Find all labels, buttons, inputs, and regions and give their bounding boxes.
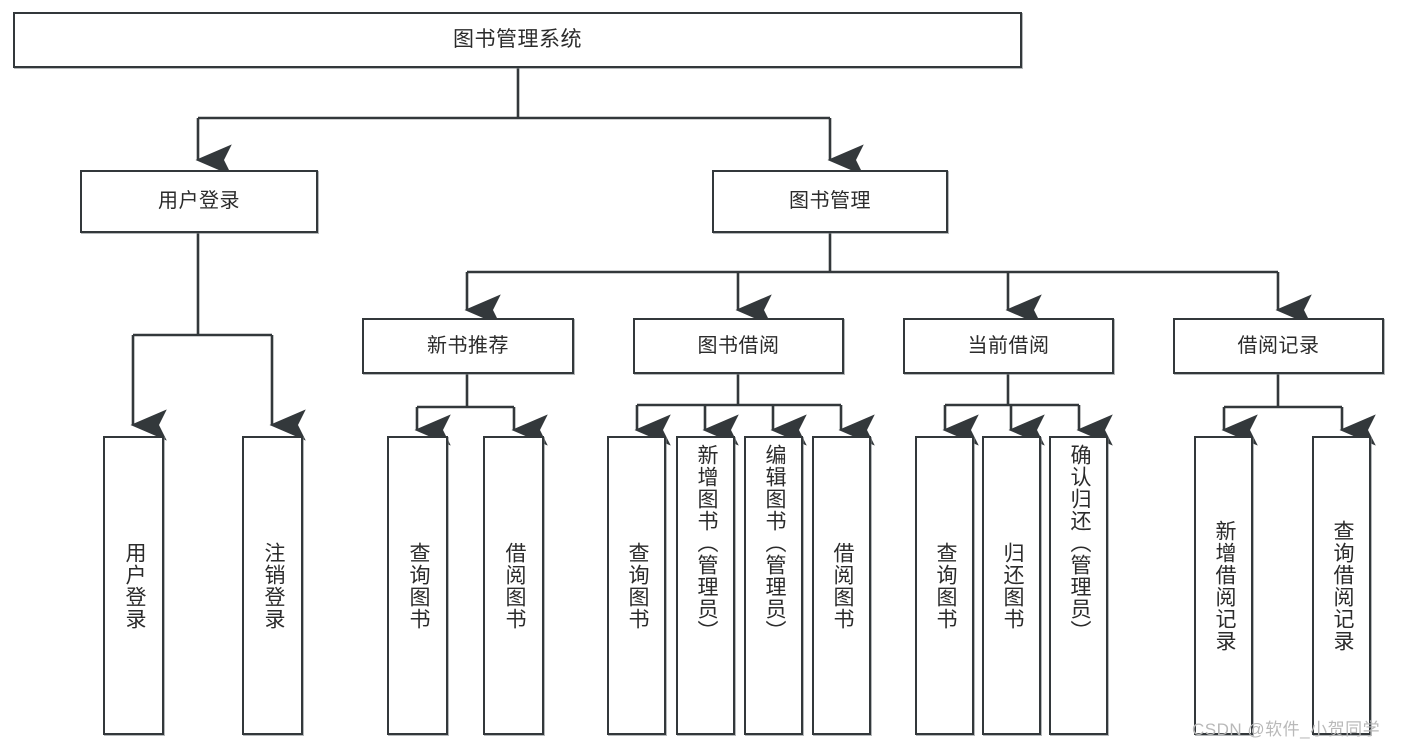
node-book-management[interactable]: 图书管理: [712, 170, 948, 233]
leaf-borrow-add-book[interactable]: 新增图书（管理员）: [676, 436, 735, 735]
leaf-record-add-record[interactable]: 新增借阅记录: [1194, 436, 1253, 735]
leaf-newbook-query-book[interactable]: 查询图书: [387, 436, 448, 735]
leaf-newbook-query-book-label: 查询图书: [406, 541, 430, 630]
leaf-current-confirm-return-label: 确认归还（管理员）: [1067, 444, 1091, 642]
node-borrow-record[interactable]: 借阅记录: [1173, 318, 1384, 374]
leaf-newbook-borrow-book-label: 借阅图书: [502, 541, 526, 630]
leaf-user-login-signin[interactable]: 用户登录: [103, 436, 164, 735]
leaf-borrow-edit-book-label: 编辑图书（管理员）: [762, 444, 786, 642]
node-borrow-record-label: 借阅记录: [1237, 334, 1320, 357]
node-new-book-recommend-label: 新书推荐: [427, 334, 509, 357]
node-book-management-label: 图书管理: [789, 190, 871, 212]
leaf-user-login-signout-label: 注销登录: [261, 541, 285, 630]
leaf-borrow-edit-book[interactable]: 编辑图书（管理员）: [744, 436, 803, 735]
node-user-login-label: 用户登录: [158, 190, 240, 212]
node-new-book-recommend[interactable]: 新书推荐: [362, 318, 574, 374]
node-current-borrow[interactable]: 当前借阅: [903, 318, 1114, 374]
node-current-borrow-label: 当前借阅: [967, 334, 1050, 357]
leaf-current-return-book-label: 归还图书: [1000, 541, 1024, 630]
node-root-label: 图书管理系统: [453, 27, 582, 51]
leaf-borrow-borrow-book[interactable]: 借阅图书: [812, 436, 871, 735]
leaf-borrow-add-book-label: 新增图书（管理员）: [694, 444, 718, 642]
leaf-borrow-query-book[interactable]: 查询图书: [607, 436, 666, 735]
leaf-borrow-query-book-label: 查询图书: [625, 541, 649, 630]
leaf-current-confirm-return[interactable]: 确认归还（管理员）: [1049, 436, 1108, 735]
leaf-user-login-signout[interactable]: 注销登录: [242, 436, 303, 735]
leaf-user-login-signin-label: 用户登录: [122, 541, 146, 630]
csdn-watermark: CSDN @软件_小贺同学: [1192, 720, 1381, 739]
leaf-record-add-record-label: 新增借阅记录: [1212, 519, 1236, 652]
leaf-current-query-book-label: 查询图书: [933, 541, 957, 630]
leaf-record-query-record[interactable]: 查询借阅记录: [1312, 436, 1371, 735]
leaf-current-query-book[interactable]: 查询图书: [915, 436, 974, 735]
leaf-current-return-book[interactable]: 归还图书: [982, 436, 1041, 735]
node-book-borrow-label: 图书借阅: [697, 334, 780, 357]
node-book-borrow[interactable]: 图书借阅: [633, 318, 844, 374]
node-user-login[interactable]: 用户登录: [80, 170, 318, 233]
leaf-record-query-record-label: 查询借阅记录: [1330, 519, 1354, 652]
node-root-system[interactable]: 图书管理系统: [13, 12, 1022, 68]
leaf-borrow-borrow-book-label: 借阅图书: [830, 541, 854, 630]
leaf-newbook-borrow-book[interactable]: 借阅图书: [483, 436, 544, 735]
